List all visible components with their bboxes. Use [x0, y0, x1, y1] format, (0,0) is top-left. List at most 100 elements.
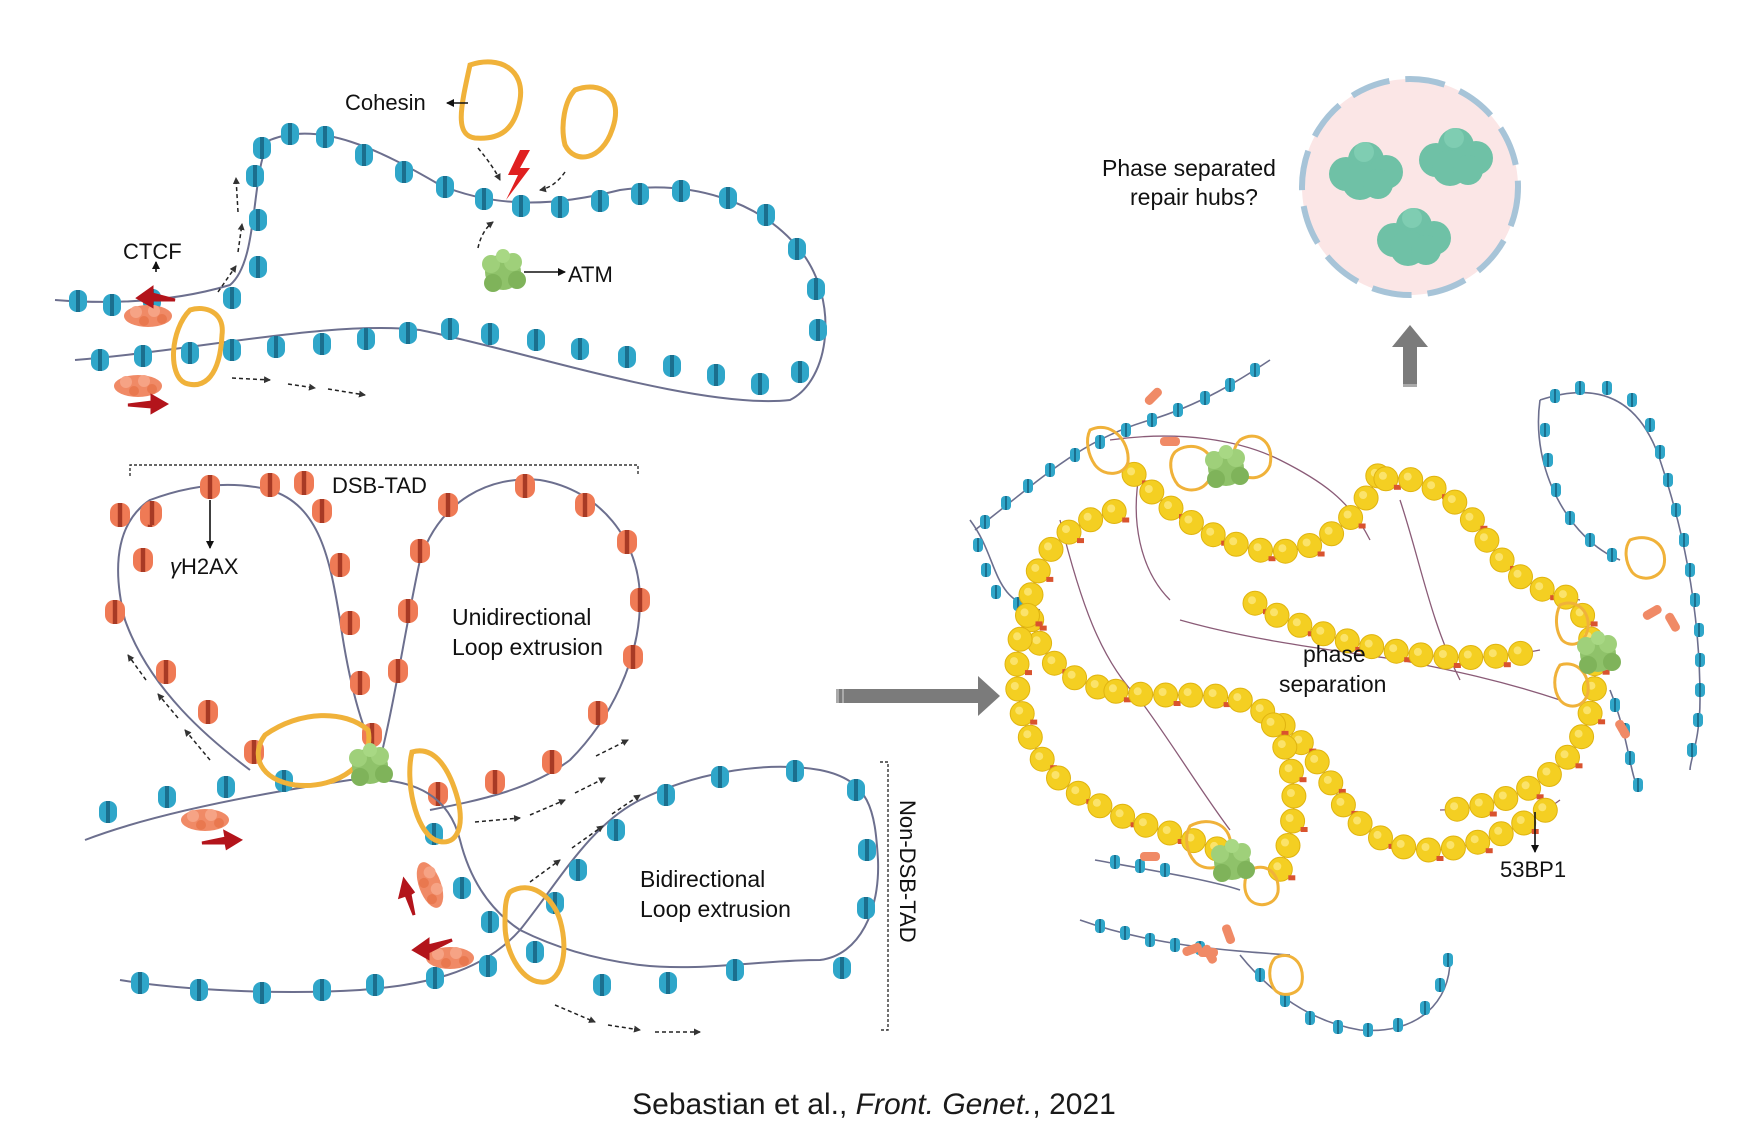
- focus-highlight: [1513, 646, 1522, 655]
- bidirectional-label-1: Bidirectional: [640, 866, 765, 892]
- nucleosomes-top: [69, 123, 827, 395]
- focus-highlight: [1010, 682, 1019, 690]
- gamma-h2ax-nucleosome: [1485, 848, 1493, 854]
- gamma-h2ax-nucleosome: [1602, 669, 1610, 675]
- 53bp1-focus: [1440, 835, 1466, 861]
- gamma-h2ax-nucleosome: [1299, 777, 1307, 783]
- 53bp1-focus: [1577, 700, 1603, 726]
- gamma-h2ax-nucleosome: [1281, 730, 1289, 736]
- 53bp1-focus: [1041, 650, 1067, 676]
- focus-highlight: [1253, 543, 1262, 552]
- 53bp1-focus: [1018, 582, 1044, 608]
- 53bp1-focus: [1248, 537, 1273, 563]
- focus-highlight: [1488, 649, 1497, 658]
- ctcf-direction-arrow-3: [201, 829, 244, 851]
- gamma-h2ax-nucleosome: [1039, 625, 1047, 631]
- 53bp1-focus: [1416, 837, 1441, 863]
- 53bp1-focus: [1261, 712, 1286, 738]
- 53bp1-focus: [1421, 475, 1447, 501]
- phase-hubs-label-1: Phase separated: [1102, 155, 1276, 181]
- 53bp1-focus: [1281, 783, 1307, 809]
- 53bp1-focus: [1319, 521, 1345, 547]
- focus-highlight: [1413, 647, 1422, 656]
- 53bp1-focus: [1474, 527, 1500, 553]
- 53bp1-foci: [1004, 461, 1610, 882]
- ctcf-protein-4: [411, 858, 449, 912]
- focus-highlight: [1115, 809, 1124, 818]
- 53bp1-focus: [1297, 533, 1323, 558]
- focus-highlight: [1164, 501, 1172, 510]
- dsb-tad-bracket: [129, 464, 639, 476]
- 53bp1-focus: [1227, 687, 1253, 713]
- focus-highlight: [1158, 688, 1167, 696]
- gamma-h2ax-nucleosome: [1268, 556, 1276, 562]
- focus-highlight: [1248, 596, 1256, 605]
- focus-highlight: [1513, 569, 1522, 578]
- repair-hub: [1299, 76, 1521, 298]
- focus-highlight: [1138, 818, 1147, 827]
- focus-highlight: [1281, 838, 1289, 847]
- 53bp1-focus: [1508, 640, 1534, 666]
- ctcf-direction-arrow-1: [135, 285, 176, 309]
- 53bp1-focus: [1489, 547, 1515, 573]
- unidirectional-label-1: Unidirectional: [452, 604, 591, 630]
- non-dsb-tad-bracket: [880, 761, 889, 1031]
- ctcf-direction-arrow-4: [397, 876, 416, 916]
- 53bp1-focus: [1373, 466, 1399, 492]
- focus-highlight: [1495, 553, 1504, 561]
- focus-highlight: [1574, 729, 1583, 738]
- 53bp1-focus: [1004, 651, 1030, 677]
- 53bp1-focus: [1242, 590, 1268, 616]
- focus-highlight: [1560, 750, 1569, 759]
- gamma-h2ax-nucleosome: [1436, 856, 1444, 861]
- focus-highlight: [1438, 650, 1447, 658]
- 53bp1-focus: [1569, 724, 1595, 750]
- focus-highlight: [1010, 657, 1018, 666]
- focus-highlight: [1186, 833, 1195, 842]
- 53bp1-focus: [1272, 734, 1298, 760]
- 53bp1-focus: [1005, 676, 1031, 702]
- focus-highlight: [1083, 512, 1092, 521]
- focus-highlight: [1285, 814, 1294, 822]
- dsb-tad-label: DSB-TAD: [332, 473, 427, 498]
- 53bp1-focus: [1133, 812, 1159, 838]
- atm-protein-center: [349, 743, 393, 786]
- gamma-h2ax-nucleosome: [1590, 621, 1598, 627]
- 53bp1-focus: [1279, 758, 1304, 784]
- gamma-h2ax-nucleosome: [1123, 697, 1131, 703]
- 53bp1-focus: [1408, 642, 1434, 668]
- gamma-h2ax-nucleosome: [1077, 538, 1084, 544]
- atm-network-2: [1577, 631, 1621, 674]
- focus-highlight: [1294, 735, 1303, 744]
- focus-highlight: [1144, 485, 1153, 493]
- focus-highlight: [1323, 775, 1332, 784]
- 53bp1-focus: [1110, 803, 1136, 829]
- 53bp1-focus: [1015, 602, 1040, 628]
- focus-highlight: [1020, 608, 1029, 617]
- focus-highlight: [1542, 767, 1551, 776]
- top-left-panel: ATM Cohesin CTCF: [54, 59, 827, 415]
- gamma-h2ax-label: γH2AX: [170, 554, 239, 579]
- focus-highlight: [1047, 656, 1056, 665]
- focus-highlight: [1302, 538, 1311, 547]
- focus-highlight: [1316, 626, 1325, 635]
- 53bp1-focus: [1200, 522, 1226, 548]
- focus-highlight: [1277, 740, 1286, 749]
- 53bp1-focus: [1458, 645, 1484, 670]
- focus-highlight: [1310, 754, 1319, 763]
- gamma-h2ax-nucleosome: [1575, 763, 1583, 769]
- chromatin-network: [969, 359, 1705, 1037]
- focus-highlight: [1558, 590, 1567, 599]
- 53bp1-focus: [1459, 507, 1485, 533]
- 53bp1-focus: [1465, 829, 1491, 855]
- gamma-h2ax-nucleosome: [1223, 702, 1231, 708]
- 53bp1-focus: [1398, 467, 1424, 493]
- gamma-h2ax-nucleosome: [1173, 701, 1181, 706]
- gamma-h2ax-nucleosome: [1453, 663, 1461, 668]
- 53bp1-focus: [1158, 495, 1184, 521]
- non-dsb-tad-label: Non-DSB-TAD: [895, 800, 920, 943]
- focus-highlight: [1450, 802, 1459, 811]
- 53bp1-focus: [1101, 499, 1127, 524]
- 53bp1-focus: [1017, 724, 1043, 750]
- figure-caption: Sebastian et al., Front. Genet., 2021: [0, 1088, 1748, 1122]
